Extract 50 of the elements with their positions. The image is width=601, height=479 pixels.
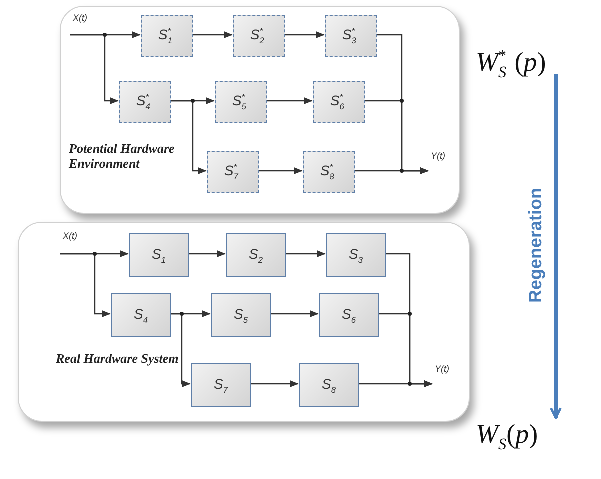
block-label: S$_{4}$ [134, 306, 148, 324]
arrow [250, 380, 299, 388]
process-block [119, 81, 171, 123]
edge-label: Regeneration [526, 186, 546, 306]
arrow [60, 253, 111, 318]
panel-heading: Real Hardware System [56, 351, 180, 366]
block-label: S$_{8}$ [322, 376, 336, 394]
arrow [258, 168, 303, 174]
process-block [303, 151, 355, 193]
block-label: S$_{6}$ [342, 306, 356, 324]
signal-label: Y(t) [435, 364, 450, 375]
arrow [270, 310, 319, 318]
process-block [111, 293, 171, 337]
process-block [207, 151, 259, 193]
process-block [325, 15, 377, 57]
process-block [326, 233, 386, 277]
signal-label: X(t) [63, 231, 78, 242]
arrow [266, 98, 313, 104]
process-block [129, 233, 189, 277]
process-block [226, 233, 286, 277]
arrow [358, 380, 433, 388]
signal-label: X(t) [73, 13, 88, 24]
process-block [191, 363, 251, 407]
arrow [550, 74, 562, 420]
process-block [319, 293, 379, 337]
process-block [299, 363, 359, 407]
arrow [354, 168, 429, 174]
formula: W$_{S}$(p) [476, 418, 540, 456]
process-block [215, 81, 267, 123]
process-block [141, 15, 193, 57]
arrow [285, 250, 326, 258]
process-block [233, 15, 285, 57]
block-label: S$_{1}$ [152, 246, 166, 264]
panel-heading: Potential Hardware Environment [69, 141, 176, 171]
arrow [70, 34, 119, 104]
block-label: S$_{5}$ [234, 306, 248, 324]
arrow [188, 250, 226, 258]
panel-background [60, 6, 460, 214]
block-label: S$_{7}$ [214, 376, 228, 394]
panel-background [18, 222, 470, 422]
arrow [284, 32, 325, 38]
arrow [170, 100, 207, 174]
block-label: S$_{2}$ [248, 246, 263, 264]
arrow [170, 313, 191, 388]
block-label: S$_{3}$ [348, 246, 363, 264]
process-block [313, 81, 365, 123]
process-block [211, 293, 271, 337]
arrow [192, 32, 233, 38]
formula: W$_{S}$$^{*}$(p) [476, 46, 548, 84]
signal-label: Y(t) [431, 151, 446, 162]
